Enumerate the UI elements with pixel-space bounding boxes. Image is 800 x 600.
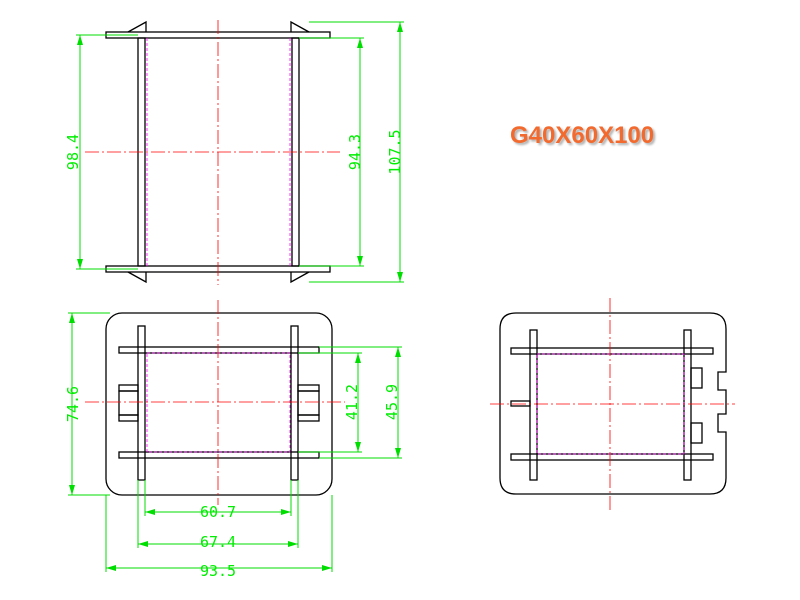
top-rail-upper <box>118 346 320 354</box>
dim-67-4: 67.4 <box>200 533 236 551</box>
top-rail-lower <box>118 451 320 459</box>
front-view: 98.4 94.3 107.5 <box>64 20 404 285</box>
dim-41-2: 41.2 <box>343 384 361 420</box>
dim-60-7: 60.7 <box>200 503 236 521</box>
bottom-view <box>490 298 735 510</box>
model-title: G40X60X100 <box>510 122 655 149</box>
top-post-left <box>137 325 146 481</box>
dim-93-5: 93.5 <box>200 562 236 580</box>
top-view: 74.6 41.2 45.9 60.7 67.4 <box>64 300 402 580</box>
dim-98-4: 98.4 <box>64 134 82 170</box>
top-post-right <box>290 325 299 481</box>
bottom-flange-lugs <box>127 271 310 284</box>
top-flange-lugs <box>127 20 310 33</box>
dim-94-3: 94.3 <box>346 134 364 170</box>
dim-74-6: 74.6 <box>64 386 82 422</box>
top-view-outline <box>105 312 333 496</box>
bottom-view-outline <box>499 312 727 495</box>
dim-107-5: 107.5 <box>386 129 404 174</box>
dim-45-9: 45.9 <box>383 384 401 420</box>
